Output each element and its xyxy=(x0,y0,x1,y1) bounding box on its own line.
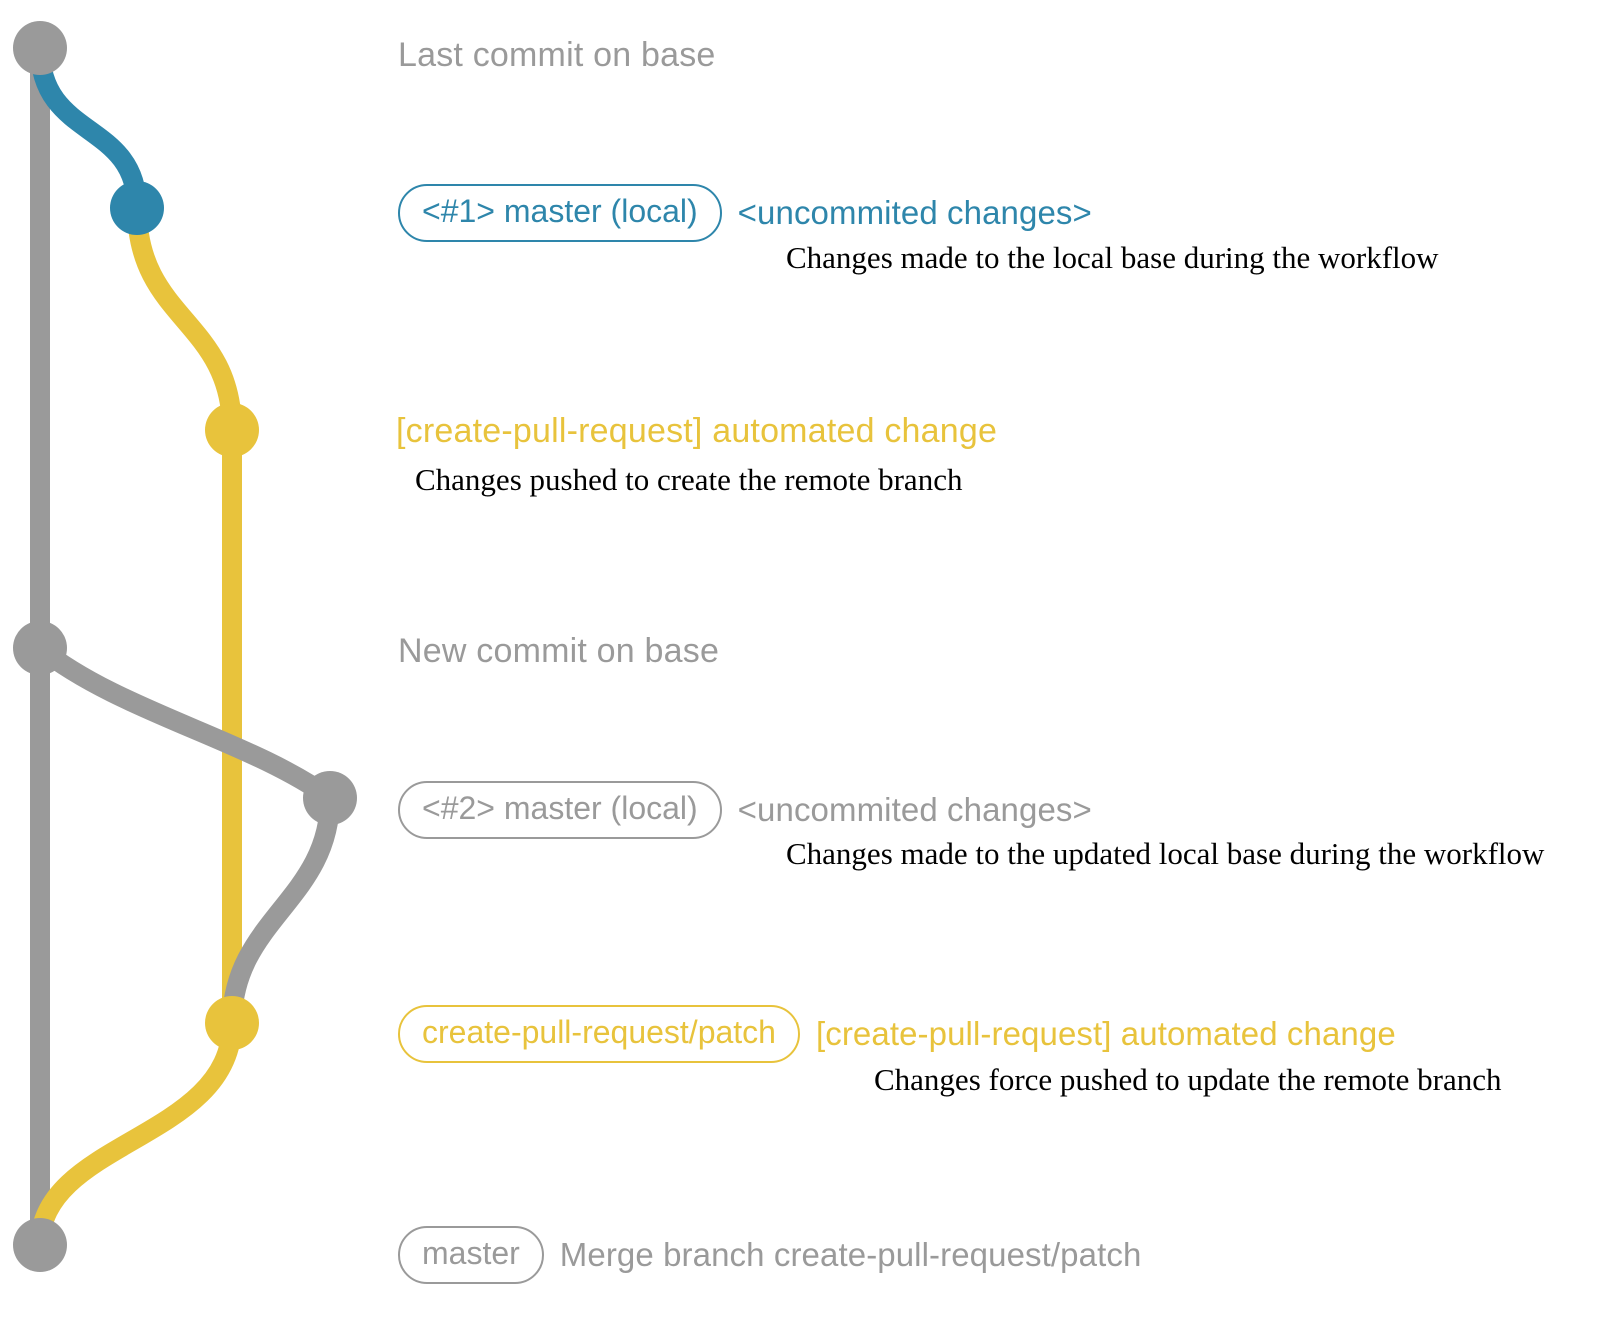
branch-line-patch-1 xyxy=(127,198,242,440)
branch-badge-master-local-2[interactable]: <#2> master (local) xyxy=(398,781,722,839)
row-automated-change-2: create-pull-request/patch [create-pull-r… xyxy=(398,1005,1396,1063)
commit-message-automated-change-1: [create-pull-request] automated change xyxy=(396,412,998,450)
commit-node-merge-head[interactable] xyxy=(13,1218,67,1272)
commit-node-patch-1[interactable] xyxy=(205,403,259,457)
row-automated-change-1: [create-pull-request] automated change xyxy=(396,412,997,451)
note-uncommitted-2: Changes made to the updated local base d… xyxy=(786,836,1545,871)
merge-line-patch-2 xyxy=(30,1013,242,1255)
branch-line-local-1 xyxy=(30,38,147,218)
branch-badge-create-pull-request-patch[interactable]: create-pull-request/patch xyxy=(398,1005,800,1063)
commit-message-uncommitted-2: <uncommited changes> xyxy=(737,790,1092,828)
branch-badge-master-local-1[interactable]: <#1> master (local) xyxy=(398,184,722,242)
row-uncommitted-1: <#1> master (local) <uncommited changes> xyxy=(398,184,1092,242)
commit-message-uncommitted-1: <uncommited changes> xyxy=(737,193,1092,231)
row-last-commit-on-base: Last commit on base xyxy=(398,36,716,75)
branch-badge-master[interactable]: master xyxy=(398,1226,544,1284)
row-new-commit-on-base: New commit on base xyxy=(398,632,719,671)
commit-node-base-last[interactable] xyxy=(13,21,67,75)
row-uncommitted-2: <#2> master (local) <uncommited changes> xyxy=(398,781,1092,839)
note-automated-change-2: Changes force pushed to update the remot… xyxy=(874,1062,1502,1097)
row-merge-branch: master Merge branch create-pull-request/… xyxy=(398,1226,1141,1284)
commit-message-automated-change-2: [create-pull-request] automated change xyxy=(815,1014,1396,1052)
commit-node-patch-2[interactable] xyxy=(205,996,259,1050)
note-uncommitted-1: Changes made to the local base during th… xyxy=(786,240,1439,275)
commit-message-last-commit-on-base: Last commit on base xyxy=(398,36,716,74)
commit-node-base-new[interactable] xyxy=(13,621,67,675)
commit-node-local-2[interactable] xyxy=(303,771,357,825)
note-automated-change-1: Changes pushed to create the remote bran… xyxy=(415,462,963,497)
commit-node-local-1[interactable] xyxy=(110,181,164,235)
branch-line-local-2-to-patch-2 xyxy=(222,788,340,1033)
commit-message-merge-branch: Merge branch create-pull-request/patch xyxy=(559,1235,1142,1273)
commit-message-new-commit-on-base: New commit on base xyxy=(398,632,720,670)
branch-line-local-2 xyxy=(30,638,340,808)
